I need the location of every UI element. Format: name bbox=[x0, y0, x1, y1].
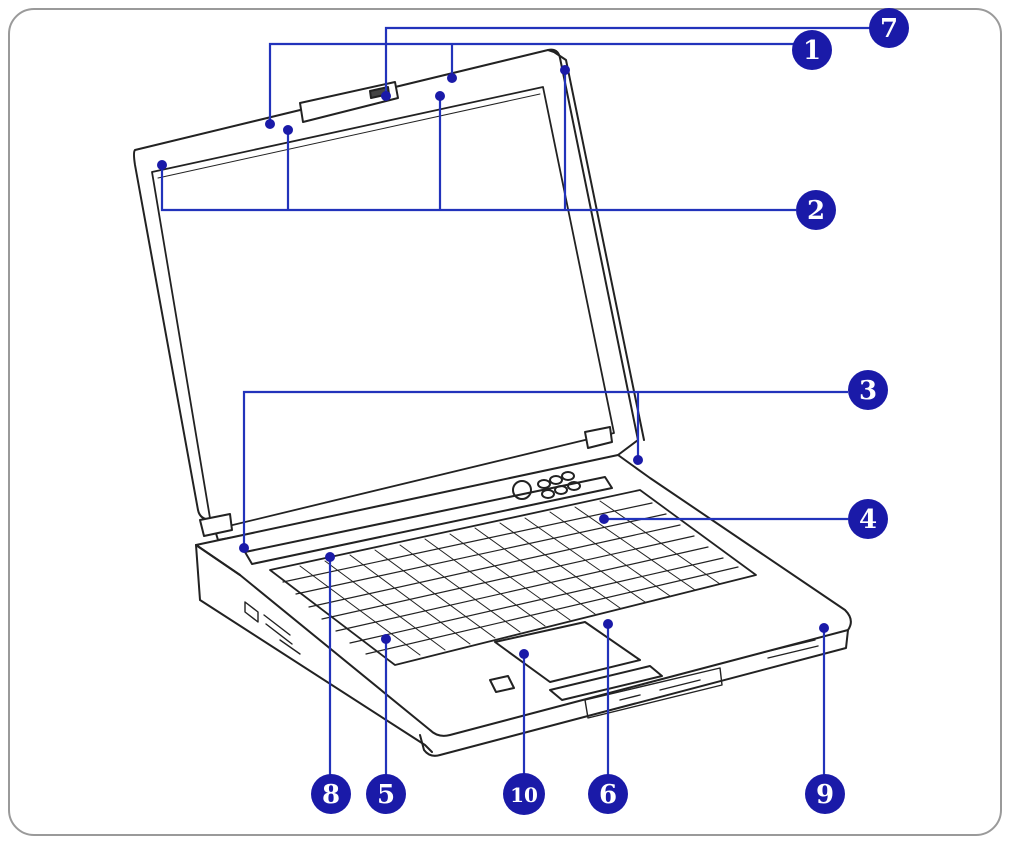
quick-button-1 bbox=[537, 479, 551, 489]
leader-1 bbox=[268, 42, 794, 124]
base-side bbox=[195, 544, 433, 753]
power-button bbox=[512, 480, 532, 500]
svg-text:9: 9 bbox=[816, 780, 834, 810]
status-leds bbox=[764, 639, 819, 659]
svg-text:1: 1 bbox=[803, 36, 821, 66]
screen-inner bbox=[157, 93, 541, 179]
quick-button-4 bbox=[541, 489, 555, 499]
base-front bbox=[419, 629, 849, 757]
leader-3 bbox=[242, 390, 848, 548]
callout-2: 2 bbox=[796, 190, 836, 230]
hinge-bar bbox=[244, 476, 613, 565]
keyboard-columns bbox=[299, 500, 721, 656]
quick-button-3 bbox=[561, 471, 575, 481]
screen-panel bbox=[151, 86, 615, 531]
leader-7 bbox=[384, 26, 872, 96]
base-left-edge bbox=[195, 544, 241, 576]
fingerprint-reader bbox=[489, 675, 515, 693]
lid-edge bbox=[547, 49, 645, 441]
svg-text:4: 4 bbox=[859, 505, 877, 535]
svg-text:7: 7 bbox=[880, 14, 898, 44]
hinge-right bbox=[584, 426, 613, 449]
callout-8: 8 bbox=[311, 774, 351, 814]
svg-text:6: 6 bbox=[599, 780, 617, 810]
callout-badges: 7 1 2 3 4 8 5 10 bbox=[311, 8, 909, 815]
callout-1: 1 bbox=[792, 30, 832, 70]
quick-button-2 bbox=[549, 475, 563, 485]
touchpad-buttons bbox=[549, 665, 663, 701]
svg-text:5: 5 bbox=[377, 780, 395, 810]
callout-10: 10 bbox=[503, 773, 545, 815]
callout-7: 7 bbox=[869, 8, 909, 48]
leader-dots bbox=[157, 65, 829, 659]
laptop-illustration bbox=[133, 48, 852, 757]
quick-button-5 bbox=[554, 485, 568, 495]
svg-text:3: 3 bbox=[859, 376, 877, 406]
keyboard-outline bbox=[269, 489, 757, 666]
svg-text:2: 2 bbox=[807, 196, 825, 226]
hinge-left bbox=[199, 513, 233, 537]
svg-text:10: 10 bbox=[510, 783, 538, 807]
callout-3: 3 bbox=[848, 370, 888, 410]
leader-lines bbox=[160, 26, 872, 775]
callout-5: 5 bbox=[366, 774, 406, 814]
quick-button-6 bbox=[567, 481, 581, 491]
leader-2 bbox=[160, 165, 796, 212]
side-ports bbox=[244, 601, 301, 655]
front-ports bbox=[584, 667, 723, 719]
callout-6: 6 bbox=[588, 774, 628, 814]
diagram-frame bbox=[8, 8, 1002, 836]
callout-9: 9 bbox=[805, 774, 845, 814]
svg-text:8: 8 bbox=[322, 780, 340, 810]
touchpad bbox=[494, 621, 641, 683]
callout-4: 4 bbox=[848, 499, 888, 539]
